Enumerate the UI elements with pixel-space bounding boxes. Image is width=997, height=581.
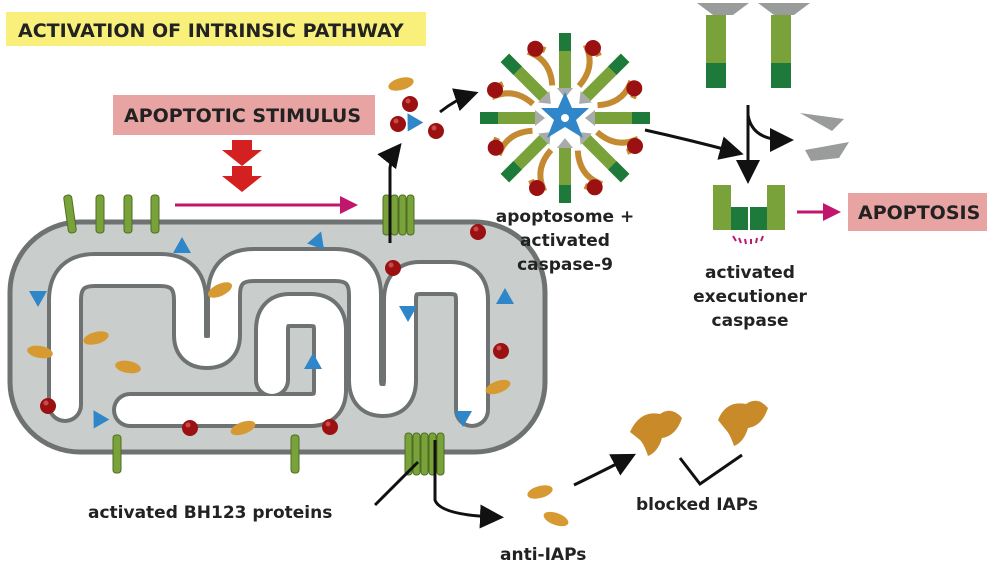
cleaved-prodomains [800, 113, 849, 161]
apoptosis-box: APOPTOSIS [848, 193, 987, 231]
apoptosome-label-3: caspase-9 [517, 255, 613, 275]
apoptotic-stimulus-box: APOPTOTIC STIMULUS [113, 95, 375, 135]
stimulus-label: APOPTOTIC STIMULUS [124, 105, 361, 127]
apoptosome [479, 32, 650, 203]
bh123-proteins [63, 194, 445, 476]
blocked-iaps [630, 400, 768, 456]
apoptosome-label-2: activated [520, 231, 610, 251]
executioner-label-2: executioner [693, 287, 807, 307]
apoptosome-label-1: apoptosome + [496, 207, 635, 227]
procaspases [697, 3, 810, 88]
pathway-arrows [373, 88, 794, 529]
blocked-iaps-label: blocked IAPs [636, 495, 758, 515]
mitochondrion [7, 219, 548, 455]
apoptosis-label: APOPTOSIS [858, 202, 980, 224]
title-banner: ACTIVATION OF INTRINSIC PATHWAY [6, 12, 426, 46]
activated-executioner-caspase [713, 185, 785, 245]
title: ACTIVATION OF INTRINSIC PATHWAY [18, 20, 404, 42]
red-down-arrows-icon [222, 140, 262, 192]
executioner-label-1: activated [705, 263, 795, 283]
anti-iaps-label: anti-IAPs [500, 545, 586, 565]
bh123-label: activated BH123 proteins [88, 503, 332, 523]
executioner-label-3: caspase [712, 311, 789, 331]
